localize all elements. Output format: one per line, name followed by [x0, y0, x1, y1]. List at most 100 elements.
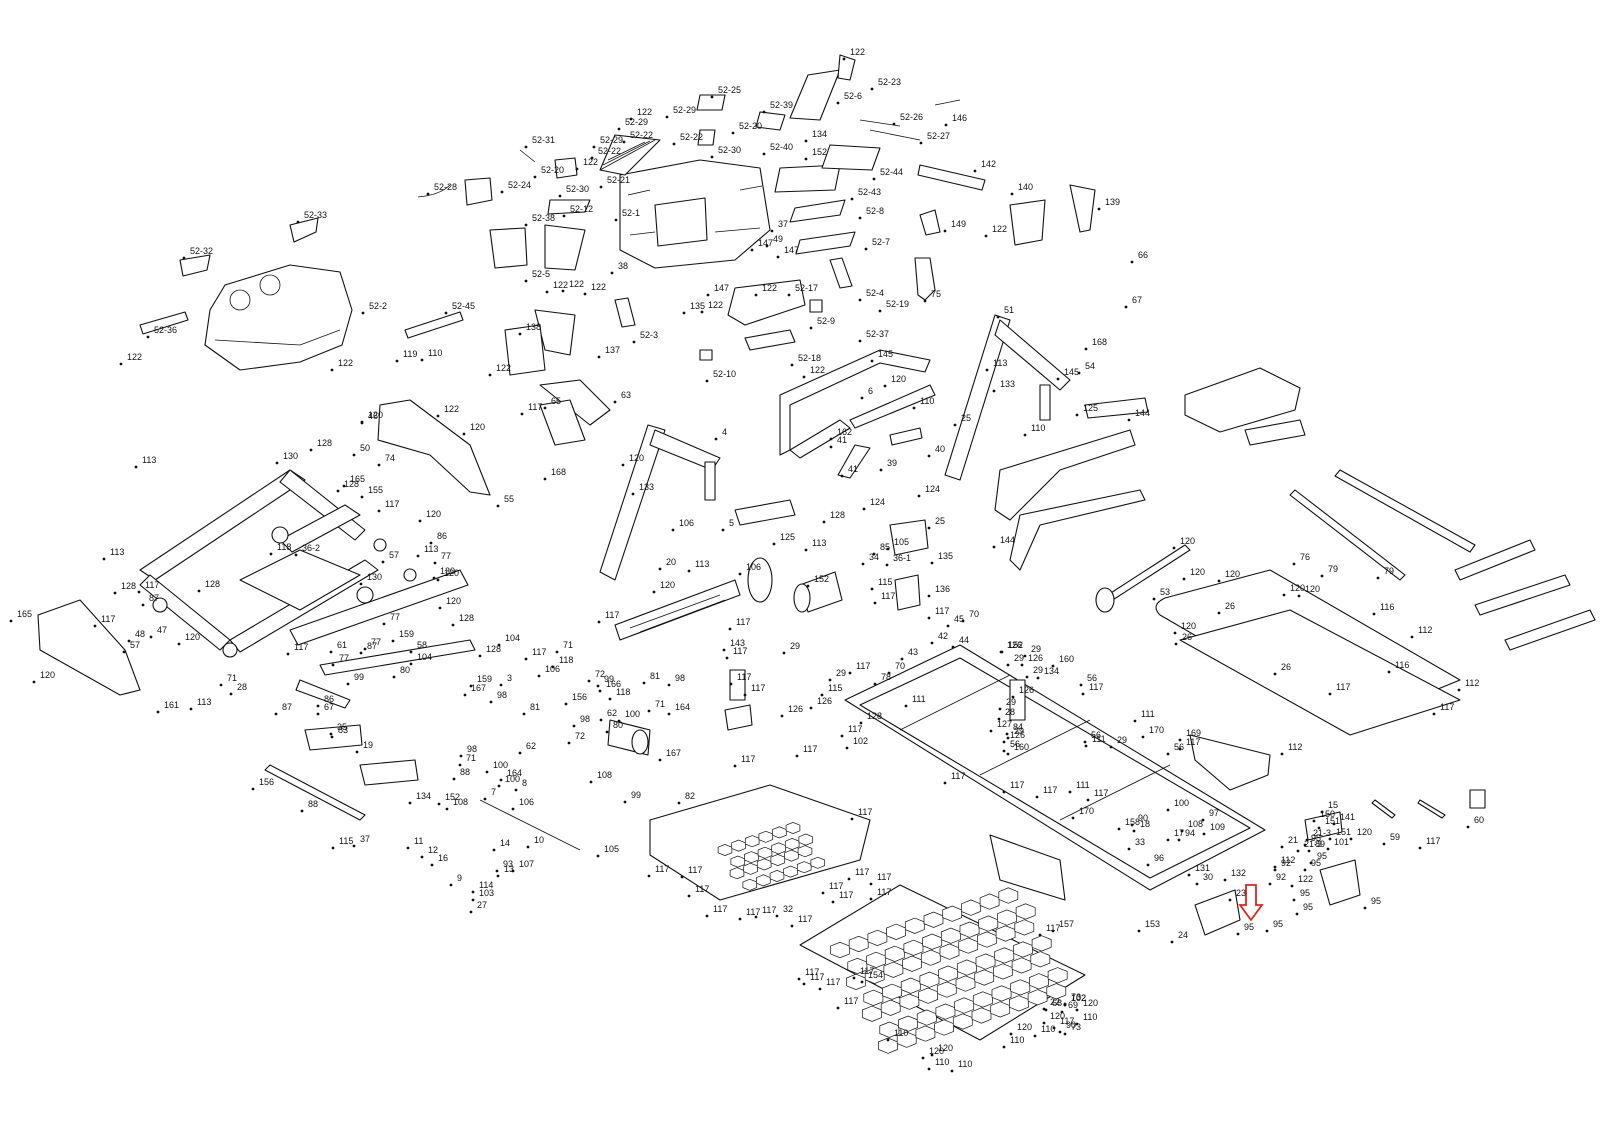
- callout-dot: [829, 445, 833, 449]
- hex-cell: [769, 870, 785, 882]
- callout-dot: [391, 639, 395, 643]
- callout-dot: [804, 157, 808, 161]
- callout-dot: [998, 707, 1002, 711]
- callout-label: 117: [605, 610, 619, 620]
- callout-label: 94: [1185, 828, 1195, 838]
- callout-label: 83: [338, 725, 348, 735]
- callout-label: 146: [952, 113, 967, 123]
- callout-label: 41: [848, 464, 858, 474]
- callout-dot: [122, 650, 126, 654]
- callout-dot: [617, 719, 621, 723]
- callout-dot: [973, 169, 977, 173]
- callout-dot: [360, 421, 364, 425]
- callout-label: 117: [737, 672, 751, 682]
- callout-label: 107: [519, 859, 534, 869]
- callout-label: 120: [929, 1046, 944, 1056]
- callout-label: 104: [505, 633, 520, 643]
- callout-dot: [420, 358, 424, 362]
- callout-dot: [873, 601, 877, 605]
- callout-dot: [1305, 838, 1309, 842]
- callout-dot: [1292, 898, 1296, 902]
- callout-label: 71: [655, 699, 665, 709]
- callout-label: 71: [466, 753, 476, 763]
- callout-label: 29: [1014, 653, 1024, 663]
- hex-cell: [979, 893, 1000, 910]
- callout-dot: [700, 310, 704, 314]
- callout-label: 167: [471, 683, 486, 693]
- callout-dot: [567, 741, 571, 745]
- hex-cell: [797, 845, 813, 858]
- callout-label: 29: [790, 641, 800, 651]
- callout-dot: [927, 616, 931, 620]
- callout-label: 52-18: [798, 353, 821, 363]
- callout-label: 137: [605, 345, 620, 355]
- callout-dot: [575, 167, 579, 171]
- callout-label: 55: [504, 494, 514, 504]
- callout-label: 63: [621, 390, 631, 400]
- callout-label: 126: [1028, 653, 1043, 663]
- callout-dot: [710, 155, 714, 159]
- callout-dot: [1141, 735, 1145, 739]
- hex-cell: [810, 856, 826, 869]
- callout-label: 95: [1273, 919, 1283, 929]
- callout-dot: [274, 712, 278, 716]
- callout-label: 128: [830, 510, 845, 520]
- callout-label: 110: [1010, 1035, 1024, 1045]
- callout-dot: [1236, 932, 1240, 936]
- callout-label: 110: [958, 1059, 972, 1069]
- callout-dot: [522, 712, 526, 716]
- callout-label: 52-38: [532, 213, 555, 223]
- callout-dot: [1137, 929, 1141, 933]
- callout-dot: [392, 675, 396, 679]
- callout-label: 11: [414, 836, 423, 846]
- callout-dot: [687, 894, 691, 898]
- callout-dot: [598, 689, 602, 693]
- callout-dot: [330, 735, 334, 739]
- callout-dot: [1217, 611, 1221, 615]
- callout-label: 120: [660, 580, 675, 590]
- callout-label: 67: [1132, 295, 1142, 305]
- hex-cell: [1047, 967, 1068, 984]
- callout-label: 130: [283, 451, 298, 461]
- callout-label: 156: [572, 692, 587, 702]
- callout-dot: [1006, 752, 1010, 756]
- callout-label: 113: [197, 697, 211, 707]
- callout-label: 95: [1300, 888, 1310, 898]
- callout-label: 52-37: [866, 329, 889, 339]
- callout-label: 88: [460, 767, 470, 777]
- callout-label: 90: [1066, 1020, 1076, 1030]
- callout-label: 78: [881, 672, 891, 682]
- callout-label: 126: [1010, 730, 1025, 740]
- callout-label: 136: [935, 584, 950, 594]
- hex-cell: [785, 822, 801, 834]
- callout-dot: [426, 192, 430, 196]
- callout-label: 34: [869, 552, 879, 562]
- callout-label: 118: [616, 687, 630, 697]
- callout-dot: [629, 117, 633, 121]
- callout-dot: [495, 869, 499, 873]
- hex-cell: [867, 929, 888, 946]
- callout-dot: [831, 900, 835, 904]
- callout-label: 6: [868, 386, 873, 396]
- callout-label: 117: [294, 642, 308, 652]
- callout-label: 17: [1174, 828, 1184, 838]
- callout-dot: [462, 432, 466, 436]
- callout-dot: [1166, 838, 1170, 842]
- callout-dot: [488, 373, 492, 377]
- callout-dot: [141, 603, 145, 607]
- callout-label: 162: [837, 427, 852, 437]
- hex-cell: [1011, 957, 1032, 974]
- callout-label: 52-33: [304, 210, 327, 220]
- callout-label: 117: [826, 977, 840, 987]
- callout-label: 66: [1138, 250, 1148, 260]
- callout-label: 52-20: [739, 121, 762, 131]
- callout-dot: [524, 145, 528, 149]
- callout-label: 120: [1305, 584, 1320, 594]
- callout-label: 120: [1180, 536, 1195, 546]
- callout-label: 128: [486, 644, 501, 654]
- callout-dot: [722, 648, 726, 652]
- callout-label: 134: [416, 791, 431, 801]
- callout-label: 120: [1290, 583, 1305, 593]
- callout-dot: [613, 400, 617, 404]
- callout-dot: [870, 87, 874, 91]
